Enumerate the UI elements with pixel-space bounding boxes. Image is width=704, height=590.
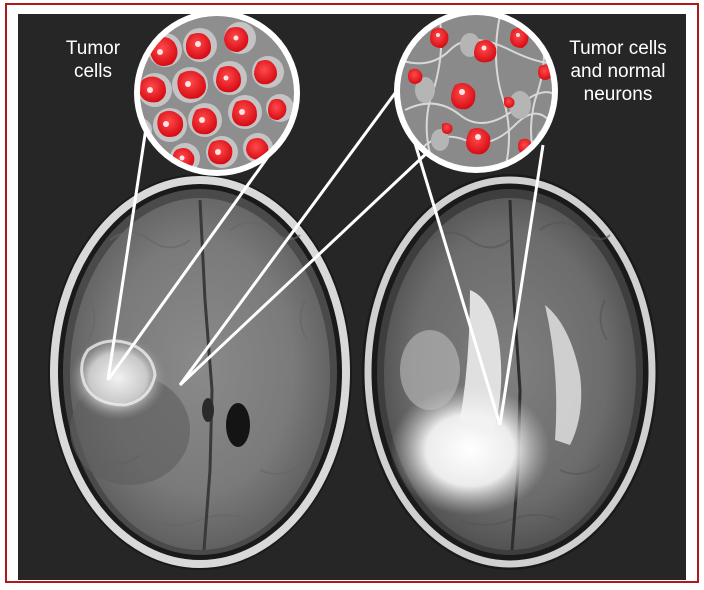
mri-scan-right bbox=[362, 174, 658, 570]
label-mixed-line-2: and normal bbox=[548, 60, 688, 83]
label-tumor-cells: Tumor cells bbox=[44, 37, 142, 83]
label-tumor-and-normal-cells: Tumor cells and normal neurons bbox=[548, 37, 688, 106]
label-mixed-line-1: Tumor cells bbox=[548, 37, 688, 60]
mri-scan-left bbox=[48, 174, 352, 570]
label-tumor-cells-line-1: Tumor bbox=[44, 37, 142, 60]
label-mixed-line-3: neurons bbox=[548, 83, 688, 106]
label-tumor-cells-line-2: cells bbox=[44, 60, 142, 83]
